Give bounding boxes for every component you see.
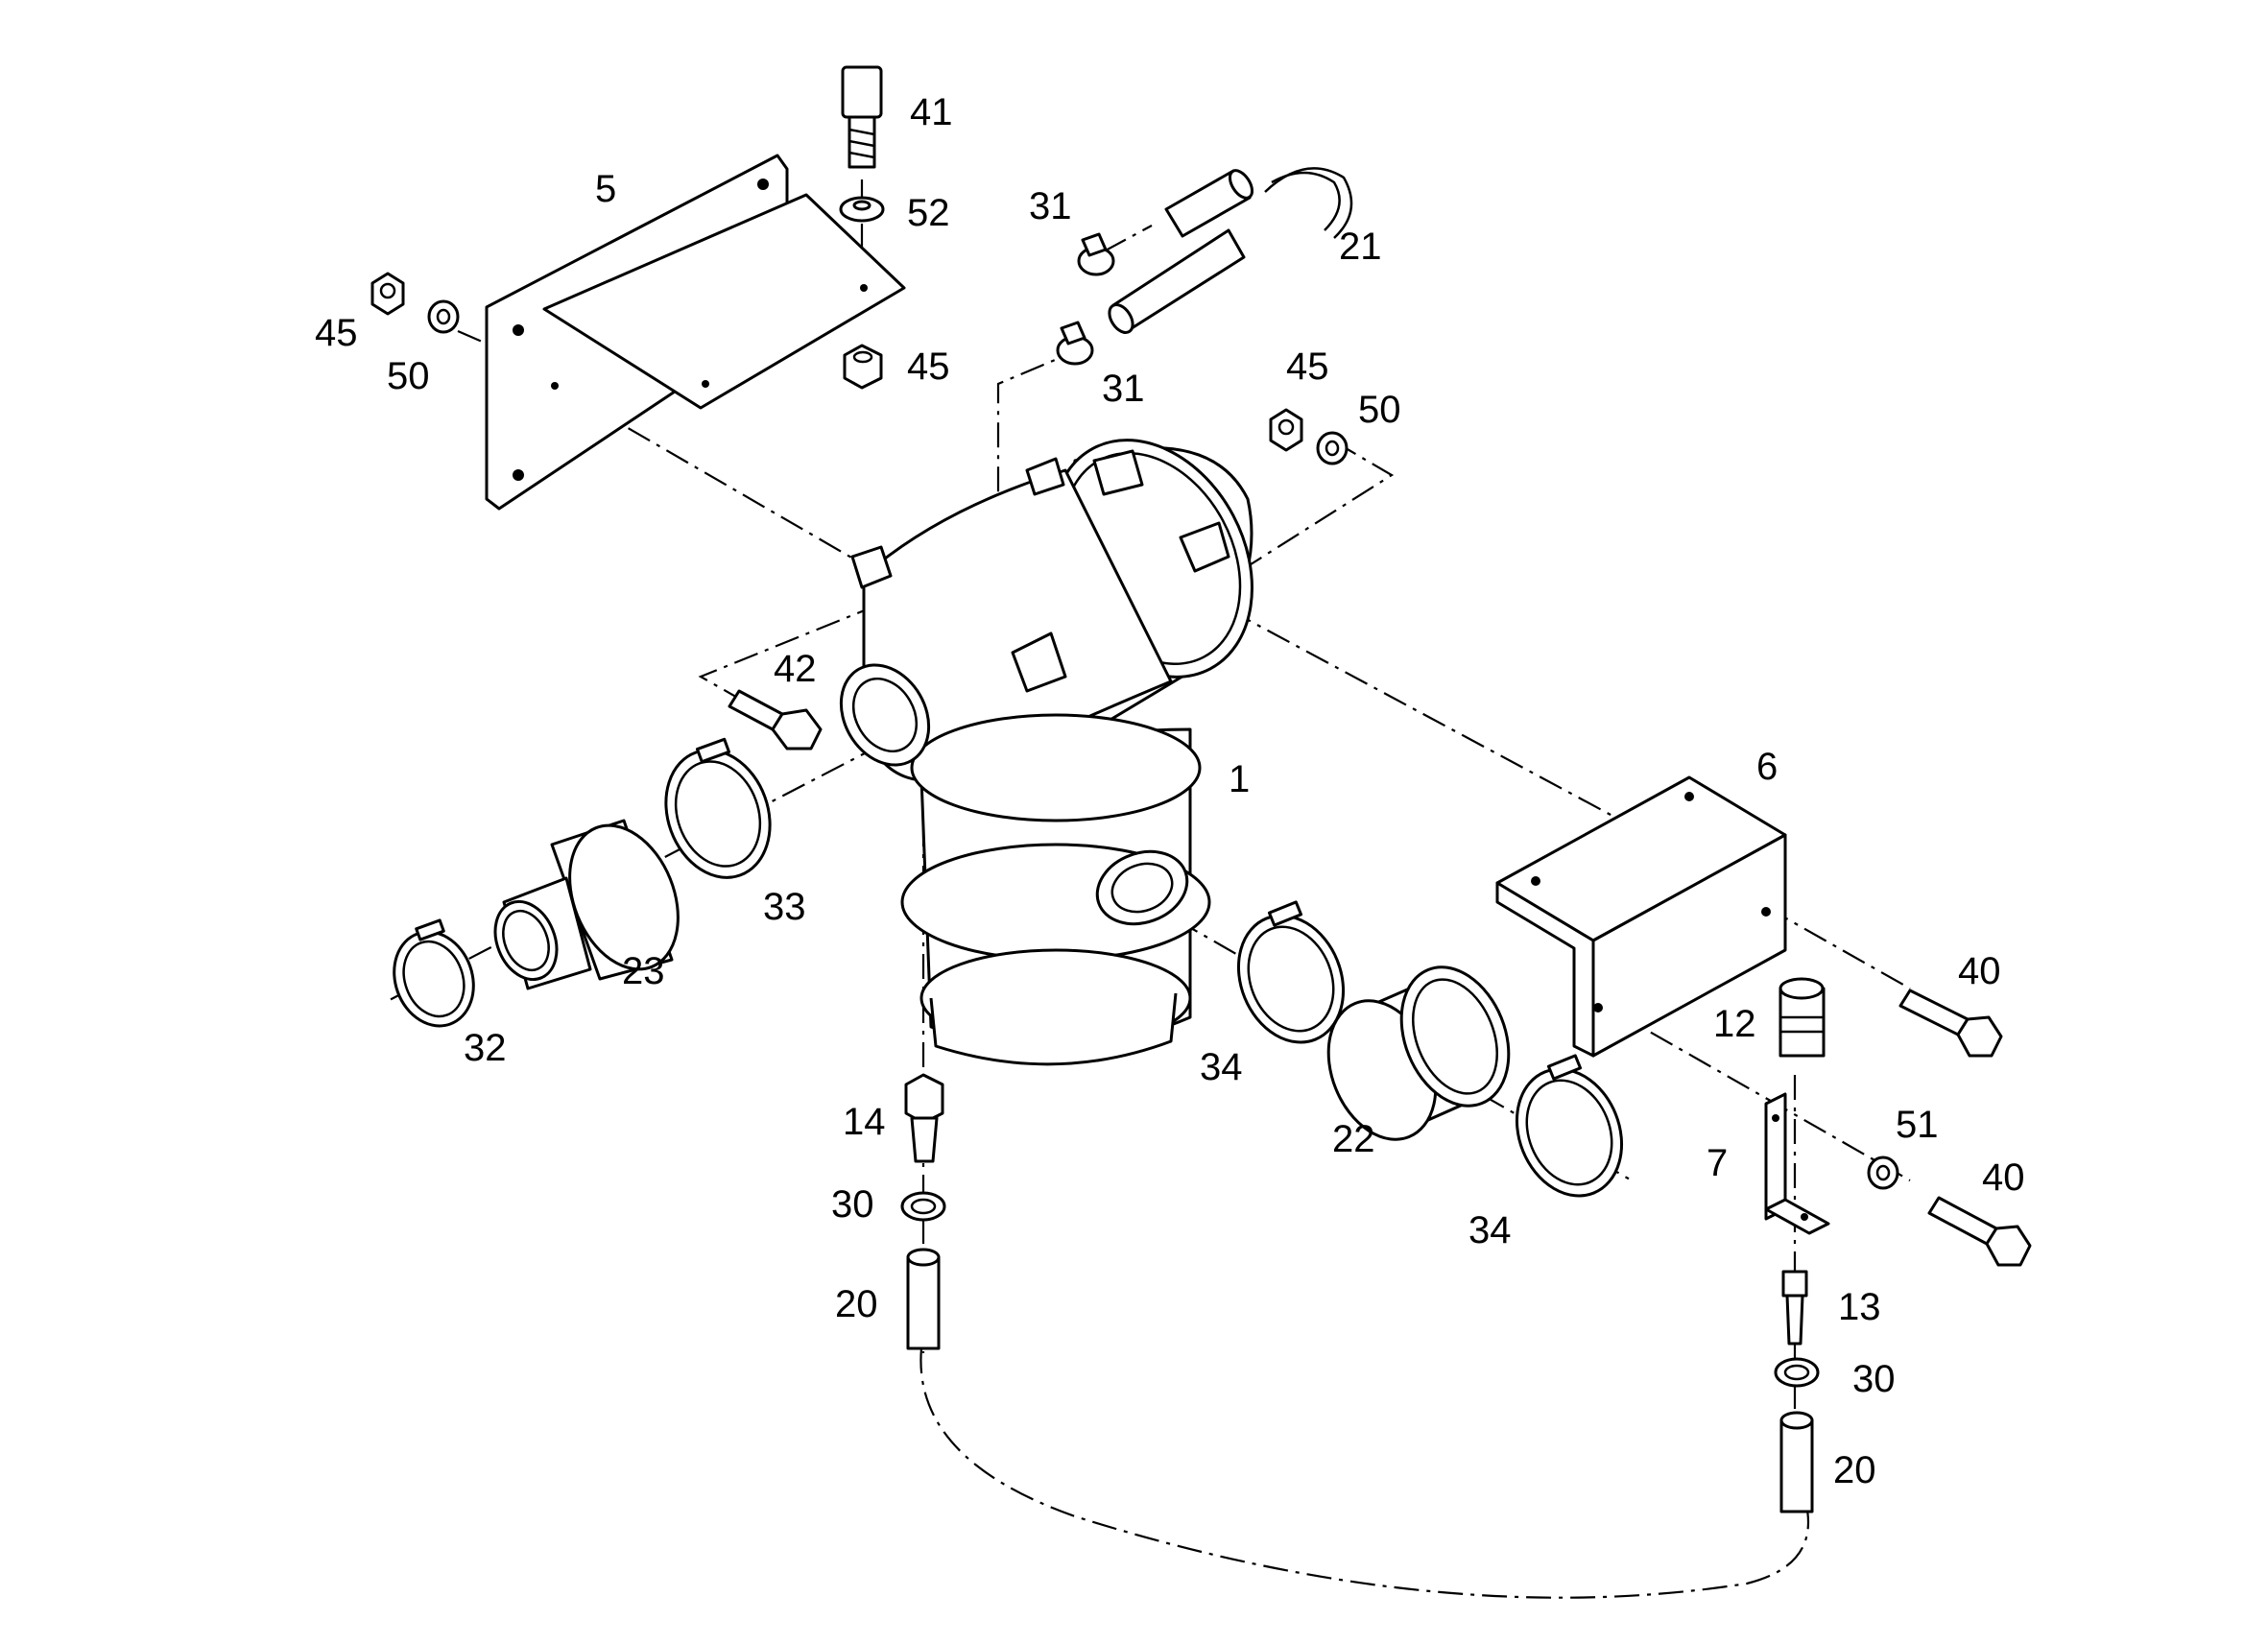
- callout-40: 40: [1982, 1156, 2025, 1199]
- clamp-32: [393, 918, 475, 1028]
- callout-34: 34: [1200, 1046, 1243, 1088]
- callout-labels: 41 5 52 31 21 45 50 45 31 45 50 42 1 6 3…: [315, 91, 2025, 1491]
- hose-20-left: [906, 1248, 941, 1350]
- clamp-30-left: [900, 1191, 946, 1222]
- bolt-41: [841, 65, 883, 169]
- callout-40: 40: [1958, 950, 2001, 992]
- washer-52: [839, 196, 885, 223]
- clamp-30-right: [1774, 1357, 1820, 1388]
- callout-30: 30: [1852, 1358, 1896, 1400]
- sleeve-22: [1326, 965, 1511, 1141]
- nut-45-left: [370, 272, 405, 316]
- callout-20: 20: [1833, 1449, 1876, 1491]
- callout-13: 13: [1838, 1286, 1881, 1328]
- clamp-31-upper: [1077, 232, 1115, 276]
- clamp-33: [664, 737, 772, 879]
- callout-1: 1: [1229, 758, 1250, 800]
- callout-52: 52: [907, 192, 950, 234]
- callout-33: 33: [763, 886, 806, 928]
- callout-14: 14: [843, 1101, 886, 1143]
- fitting-13: [1781, 1270, 1808, 1346]
- nut-45-right: [1269, 408, 1303, 452]
- bolt-40-upper: [1898, 989, 2003, 1058]
- bracket-6: [1495, 775, 1787, 1058]
- callout-30: 30: [831, 1183, 874, 1226]
- callout-32: 32: [464, 1027, 507, 1069]
- callout-51: 51: [1896, 1104, 1939, 1146]
- washer-50-right: [1316, 431, 1349, 465]
- callout-45: 45: [315, 312, 358, 354]
- clamp-31-lower: [1056, 321, 1094, 366]
- washer-51: [1867, 1156, 1899, 1190]
- washer-50-left: [427, 299, 460, 334]
- callout-42: 42: [774, 648, 817, 690]
- callout-50: 50: [1358, 389, 1401, 431]
- hose-21: [1108, 167, 1353, 334]
- filter-housing-1: [839, 439, 1253, 1066]
- nut-45-top: [843, 344, 883, 390]
- callout-5: 5: [595, 168, 616, 210]
- callout-31: 31: [1029, 185, 1072, 227]
- callout-20: 20: [835, 1283, 878, 1325]
- mounting-plate-5: [485, 154, 906, 511]
- bolt-42: [728, 689, 823, 751]
- clamp-34-upper: [1236, 900, 1346, 1044]
- reducer-23: [493, 819, 680, 990]
- callout-41: 41: [910, 91, 953, 133]
- callout-7: 7: [1707, 1142, 1728, 1184]
- callout-6: 6: [1756, 746, 1778, 788]
- clamp-34-lower: [1515, 1054, 1624, 1198]
- callout-31: 31: [1102, 368, 1145, 410]
- fitting-12: [1779, 977, 1826, 1058]
- callout-45: 45: [907, 345, 950, 388]
- fitting-14: [904, 1073, 944, 1163]
- callout-12: 12: [1713, 1003, 1756, 1045]
- bracket-7: [1764, 1092, 1830, 1235]
- callout-22: 22: [1332, 1118, 1375, 1160]
- callout-34: 34: [1468, 1209, 1512, 1251]
- callout-21: 21: [1339, 226, 1382, 268]
- callout-23: 23: [622, 950, 665, 992]
- bolt-40-lower: [1927, 1196, 2032, 1267]
- callout-50: 50: [387, 355, 430, 397]
- hose-20-right: [1779, 1411, 1814, 1513]
- callout-45: 45: [1286, 345, 1329, 388]
